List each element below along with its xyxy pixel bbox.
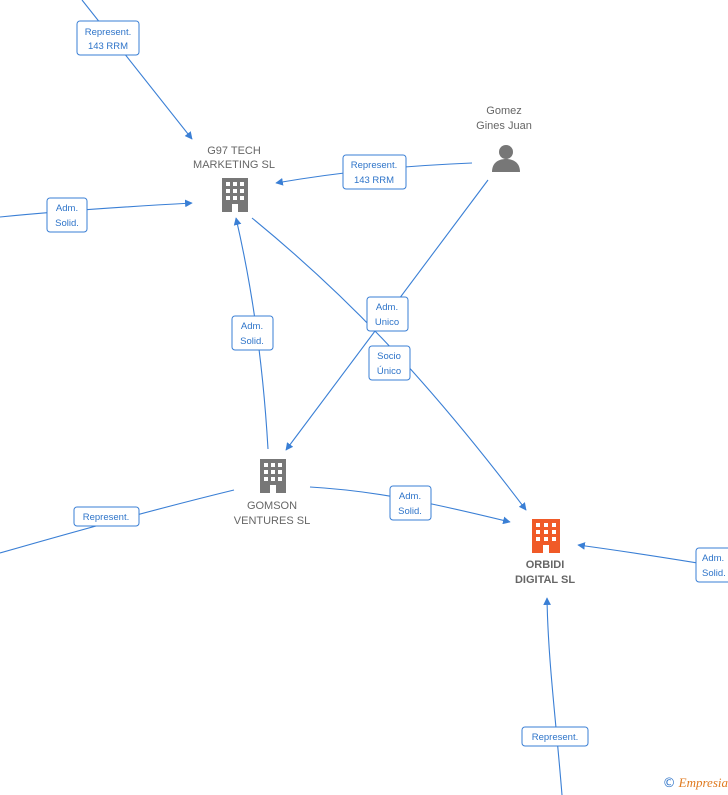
edge-label-text: Adm. (702, 553, 724, 564)
edge-label-text: Solid. (240, 336, 264, 347)
edge-labels: Represent. 143 RRM Represent. 143 RRM Ad… (46, 20, 728, 747)
node-gomez[interactable]: Gomez Gines Juan (476, 105, 532, 172)
edge-label-text: 143 RRM (88, 41, 128, 52)
edge-label-text: 143 RRM (354, 175, 394, 186)
brand-watermark: ©Empresia (663, 775, 728, 791)
edge-label-gomson-orbidi[interactable]: Adm. Solid. (389, 485, 432, 521)
brand-name: Empresia (678, 775, 728, 790)
edge-label-text: Adm. (399, 491, 421, 502)
node-name: ORBIDI (526, 559, 565, 571)
edge-label-left-gomson[interactable]: Represent. (73, 506, 140, 527)
node-name: Gines Juan (476, 120, 532, 132)
node-name: GOMSON (247, 500, 297, 512)
edge-label-gomez-g97[interactable]: Represent. 143 RRM (342, 154, 407, 190)
edge-label-text: Solid. (702, 568, 726, 579)
edge-label-text: Único (377, 366, 401, 377)
edge-label-right-orbidi[interactable]: Adm. Solid. (695, 547, 728, 583)
edge-label-text: Socio (377, 351, 401, 362)
node-name: VENTURES SL (234, 515, 310, 527)
edge-label-text: Represent. (532, 732, 578, 743)
edge-label-gomez-gomson[interactable]: Adm. Unico (366, 296, 409, 332)
building-icon (222, 178, 248, 212)
node-name: G97 TECH (207, 145, 261, 157)
edge-label-text: Adm. (241, 321, 263, 332)
copyright-icon: © (662, 776, 676, 791)
edge-label-top-left[interactable]: Represent. 143 RRM (76, 20, 140, 56)
edge-label-text: Solid. (398, 506, 422, 517)
node-name: Gomez (486, 105, 521, 117)
node-gomson[interactable]: GOMSON VENTURES SL (234, 459, 310, 527)
building-icon (532, 519, 560, 553)
edge-left-to-g97[interactable] (0, 199, 193, 218)
node-name: DIGITAL SL (515, 574, 575, 586)
edge-g97-to-orbidi[interactable] (251, 217, 527, 511)
edge-bottom-to-orbidi[interactable] (543, 597, 563, 795)
edge-label-gomson-g97[interactable]: Adm. Solid. (231, 315, 274, 351)
edge-label-text: Represent. (351, 160, 397, 171)
edge-label-text: Unico (375, 317, 399, 328)
edge-label-text: Represent. (85, 27, 131, 38)
edge-label-text: Adm. (376, 302, 398, 313)
edge-label-text: Adm. (56, 203, 78, 214)
node-g97[interactable]: G97 TECH MARKETING SL (193, 145, 275, 212)
edge-label-text: Represent. (83, 512, 129, 523)
edge-label-text: Solid. (55, 218, 79, 229)
person-icon (492, 145, 520, 172)
building-icon (260, 459, 286, 493)
edge-label-bottom-orbidi[interactable]: Represent. (521, 726, 589, 747)
edge-label-g97-orbidi[interactable]: Socio Único (368, 345, 411, 381)
node-orbidi[interactable]: ORBIDI DIGITAL SL (515, 519, 575, 586)
node-name: MARKETING SL (193, 159, 275, 171)
edge-label-left-g97[interactable]: Adm. Solid. (46, 197, 88, 233)
